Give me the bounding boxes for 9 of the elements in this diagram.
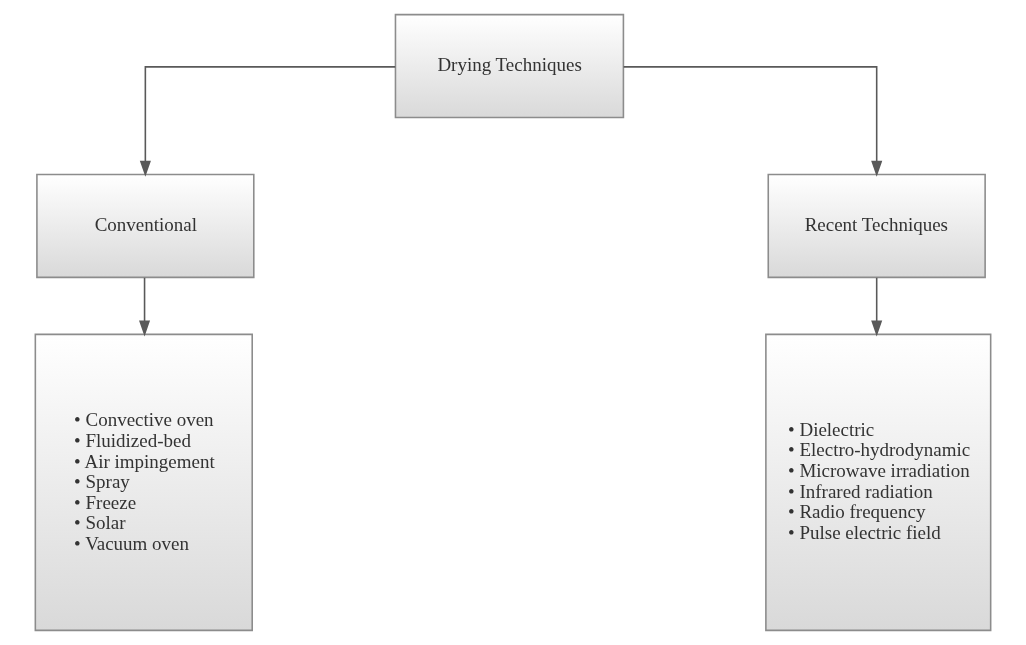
arrow	[622, 66, 883, 177]
node-box: • Dielectric • Electro-hydrodynamic • Microwave irradiation • Infrared radiation • Radio frequency • Pulse electric field	[765, 333, 992, 632]
arrow	[139, 277, 151, 337]
node-box: Drying Techniques	[394, 13, 625, 119]
arrow	[871, 277, 883, 337]
node-box: Conventional	[36, 173, 255, 279]
arrow	[139, 66, 397, 177]
node-box: Recent Techniques	[767, 173, 986, 279]
node-box: • Convective oven • Fluidized-bed • Air impingement • Spray • Freeze • Solar • Vacuum oven	[34, 333, 253, 632]
